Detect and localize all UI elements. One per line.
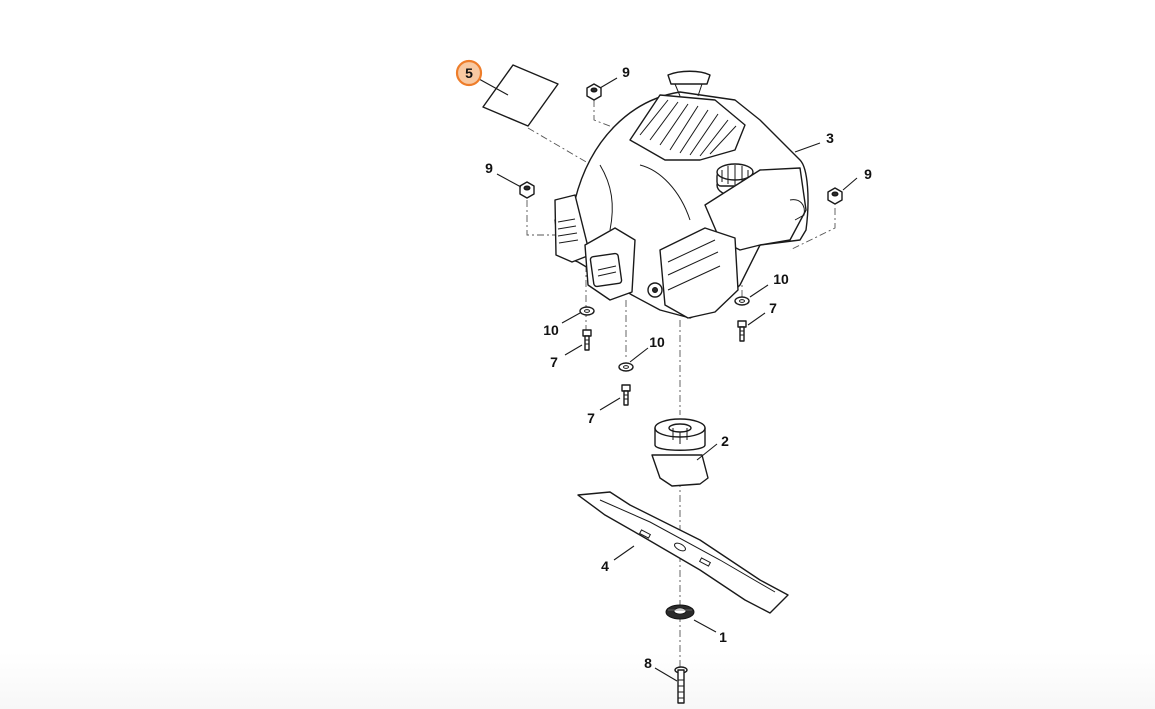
blade-adapter-icon [651,418,709,487]
callout-7[interactable]: 7 [550,354,558,370]
callout-4[interactable]: 4 [601,558,609,574]
callout-9[interactable]: 9 [622,64,630,80]
washer-icon [579,306,595,316]
nut-icon [827,187,843,205]
engine-icon [554,70,809,319]
bolt-icon [674,666,688,704]
nut-icon [519,181,535,199]
bolt-icon [737,320,747,342]
callout-9[interactable]: 9 [485,160,493,176]
assembly-lines [526,100,836,690]
callout-2[interactable]: 2 [721,433,729,449]
callouts: 5 9 9 9 3 10 7 10 7 10 7 2 4 1 8 [455,59,872,671]
callout-10[interactable]: 10 [773,271,789,287]
bolt-icon [582,329,592,351]
callout-7[interactable]: 7 [587,410,595,426]
leader-lines [478,77,858,682]
callout-7[interactable]: 7 [769,300,777,316]
callout-10[interactable]: 10 [543,322,559,338]
highlight-circle [455,59,483,87]
washer-icon [618,362,634,372]
callout-3[interactable]: 3 [826,130,834,146]
callout-5[interactable]: 5 [465,65,473,81]
nut-icon [586,83,602,101]
bolt-icon [621,384,631,406]
washer-icon [734,296,750,306]
callout-1[interactable]: 1 [719,629,727,645]
label-sticker-icon [482,64,559,127]
callout-9[interactable]: 9 [864,166,872,182]
background-floor [0,652,1155,709]
blade-icon [577,491,789,614]
callout-10[interactable]: 10 [649,334,665,350]
spring-washer-icon [665,604,695,620]
callout-8[interactable]: 8 [644,655,652,671]
